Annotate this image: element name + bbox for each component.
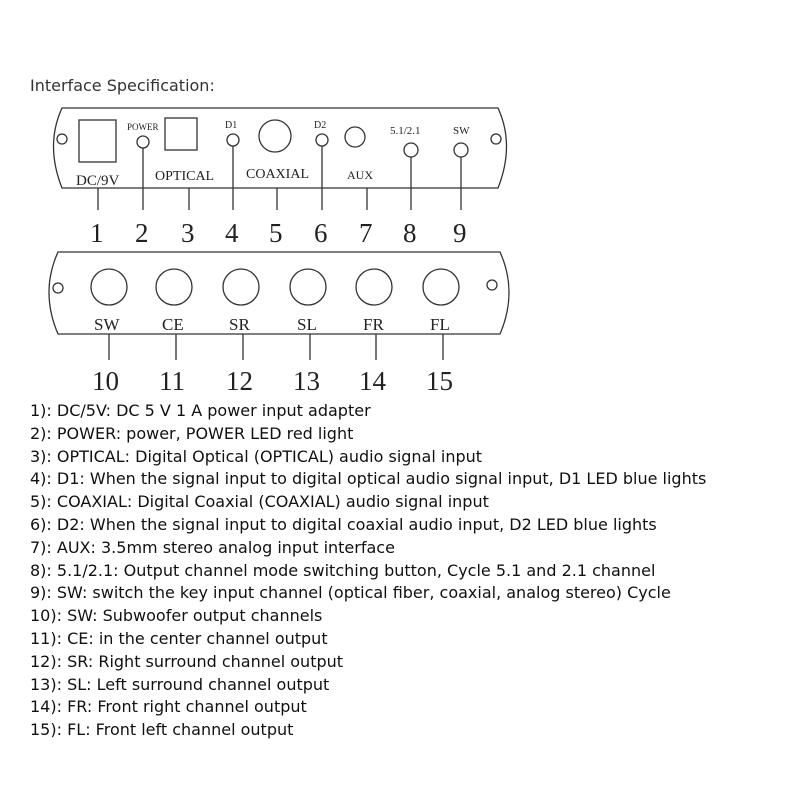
description-item-12: 12): SR: Right surround channel output <box>30 651 344 671</box>
description-item-8: 8): 5.1/2.1: Output channel mode switchi… <box>30 560 656 580</box>
callout-number-1: 1 <box>90 218 104 248</box>
description-item-4: 4): D1: When the signal input to digital… <box>30 469 707 489</box>
callout-number-9: 9 <box>453 218 467 248</box>
description-item-6: 6): D2: When the signal input to digital… <box>30 514 657 534</box>
callout-number-5: 5 <box>269 218 283 248</box>
d1-led <box>226 133 240 147</box>
optical-input-jack <box>164 117 198 151</box>
description-item-1: 1): DC/5V: DC 5 V 1 A power input adapte… <box>30 401 371 420</box>
label-output-sl: SL <box>297 315 317 334</box>
page-title: Interface Specification: <box>30 76 215 95</box>
label-output-sw: SW <box>94 315 120 334</box>
callout-number-6: 6 <box>314 218 328 248</box>
callout-number-13: 13 <box>293 366 320 396</box>
callout-number-4: 4 <box>225 218 239 248</box>
label-sw: SW <box>453 125 470 137</box>
label-output-fl: FL <box>430 315 450 334</box>
fl-output-jack <box>422 268 460 306</box>
callout-number-2: 2 <box>135 218 149 248</box>
bottom-panel-left-screw <box>52 282 64 294</box>
description-list: 1): DC/5V: DC 5 V 1 A power input adapte… <box>30 400 706 742</box>
callout-number-11: 11 <box>159 366 185 396</box>
power-led <box>136 135 150 149</box>
callout-number-3: 3 <box>181 218 195 248</box>
aux-input-jack <box>344 126 366 148</box>
description-item-13: 13): SL: Left surround channel output <box>30 674 330 694</box>
fr-output-jack <box>355 268 393 306</box>
callout-number-14: 14 <box>359 366 387 396</box>
callout-number-15: 15 <box>426 366 453 396</box>
sw-output-jack <box>90 268 128 306</box>
sr-output-jack <box>222 268 260 306</box>
description-item-10: 10): SW: Subwoofer output channels <box>30 606 323 626</box>
label-mode: 5.1/2.1 <box>390 125 421 137</box>
top-panel-left-screw <box>56 133 68 145</box>
bottom-panel-right-screw <box>486 279 498 291</box>
label-d2: D2 <box>314 120 326 131</box>
label-output-sr: SR <box>229 315 250 334</box>
callout-number-12: 12 <box>226 366 253 396</box>
top-panel-right-screw <box>490 133 502 145</box>
label-coaxial: COAXIAL <box>246 167 309 182</box>
sw-button <box>453 142 469 158</box>
label-output-ce: CE <box>162 315 184 334</box>
callout-number-10: 10 <box>92 366 119 396</box>
label-output-fr: FR <box>363 315 384 334</box>
description-item-3: 3): OPTICAL: Digital Optical (OPTICAL) a… <box>30 446 483 466</box>
sl-output-jack <box>289 268 327 306</box>
callout-number-8: 8 <box>403 218 417 248</box>
mode-button <box>403 142 419 158</box>
d2-led <box>315 133 329 147</box>
bottom-panel-outline <box>48 251 510 335</box>
ce-output-jack <box>155 268 193 306</box>
description-item-11: 11): CE: in the center channel output <box>30 628 328 648</box>
description-item-15: 15): FL: Front left channel output <box>30 720 294 740</box>
dc-power-jack <box>78 119 117 163</box>
label-aux: AUX <box>347 168 373 182</box>
callout-number-7: 7 <box>359 218 373 248</box>
description-item-14: 14): FR: Front right channel output <box>30 697 307 717</box>
label-dc: DC/9V <box>76 173 120 189</box>
label-d1: D1 <box>225 120 237 131</box>
description-item-9: 9): SW: switch the key input channel (op… <box>30 583 671 603</box>
description-item-5: 5): COAXIAL: Digital Coaxial (COAXIAL) a… <box>30 492 489 512</box>
description-item-2: 2): POWER: power, POWER LED red light <box>30 423 354 443</box>
top-panel-outline <box>52 107 508 189</box>
label-optical: OPTICAL <box>155 169 214 184</box>
description-item-7: 7): AUX: 3.5mm stereo analog input inter… <box>30 537 395 557</box>
label-power: POWER <box>127 122 159 132</box>
panel-diagram: DC/9V POWER OPTICAL D1 COAXIAL D2 AUX 5.… <box>48 107 510 396</box>
coaxial-input-jack <box>258 119 292 153</box>
